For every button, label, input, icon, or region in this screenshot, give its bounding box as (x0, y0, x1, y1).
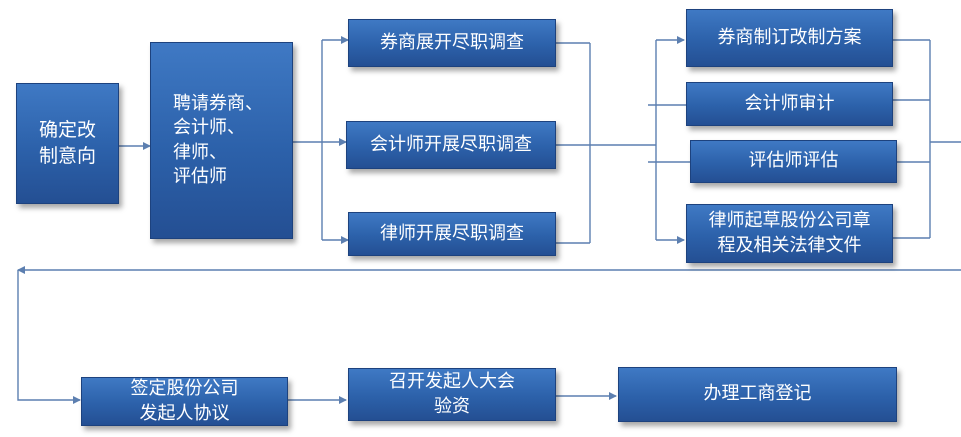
node-broker-plan: 券商制订改制方案 (686, 9, 893, 67)
node-founders-meeting-line-2: 验资 (434, 395, 470, 417)
node-broker-dd-label: 券商展开尽职调查 (380, 31, 524, 53)
node-hire: 聘请券商、 会计师、 律师、 评估师 (150, 42, 293, 239)
node-lawyer-docs: 律师起草股份公司章 程及相关法律文件 (686, 204, 893, 263)
node-lawyer-dd: 律师开展尽职调查 (348, 212, 556, 256)
node-lawyer-docs-line-2: 程及相关法律文件 (717, 234, 862, 256)
node-intent-line-1: 确定改 (38, 118, 96, 141)
node-hire-line-3: 律师、 (173, 141, 227, 163)
node-hire-line-2: 会计师、 (173, 117, 245, 139)
node-lawyer-dd-label: 律师开展尽职调查 (380, 222, 524, 244)
node-founders-meeting-line-1: 召开发起人大会 (389, 371, 515, 393)
node-hire-line-1: 聘请券商、 (173, 92, 263, 114)
return-down (17, 270, 81, 404)
node-appraiser-eval: 评估师评估 (690, 140, 897, 183)
node-founders-meeting: 召开发起人大会 验资 (348, 368, 556, 421)
node-hire-line-4: 评估师 (173, 165, 227, 187)
node-sign-agreement: 签定股份公司 发起人协议 (81, 377, 288, 426)
node-appraiser-eval-label: 评估师评估 (748, 150, 839, 172)
node-intent: 确定改 制意向 (16, 83, 119, 204)
node-sign-agreement-line-2: 发起人协议 (139, 402, 230, 424)
node-sign-agreement-line-1: 签定股份公司 (130, 378, 239, 400)
node-registration-label: 办理工商登记 (703, 383, 812, 405)
node-intent-line-2: 制意向 (38, 144, 96, 167)
node-accountant-dd-label: 会计师开展尽职调查 (370, 133, 532, 155)
node-accountant-dd: 会计师开展尽职调查 (346, 121, 556, 169)
node-broker-plan-label: 券商制订改制方案 (717, 26, 862, 48)
node-registration: 办理工商登记 (618, 367, 897, 422)
node-accountant-audit: 会计师审计 (686, 82, 893, 126)
node-accountant-audit-label: 会计师审计 (744, 92, 835, 114)
node-broker-dd: 券商展开尽职调查 (348, 19, 556, 67)
node-lawyer-docs-line-1: 律师起草股份公司章 (708, 210, 871, 232)
